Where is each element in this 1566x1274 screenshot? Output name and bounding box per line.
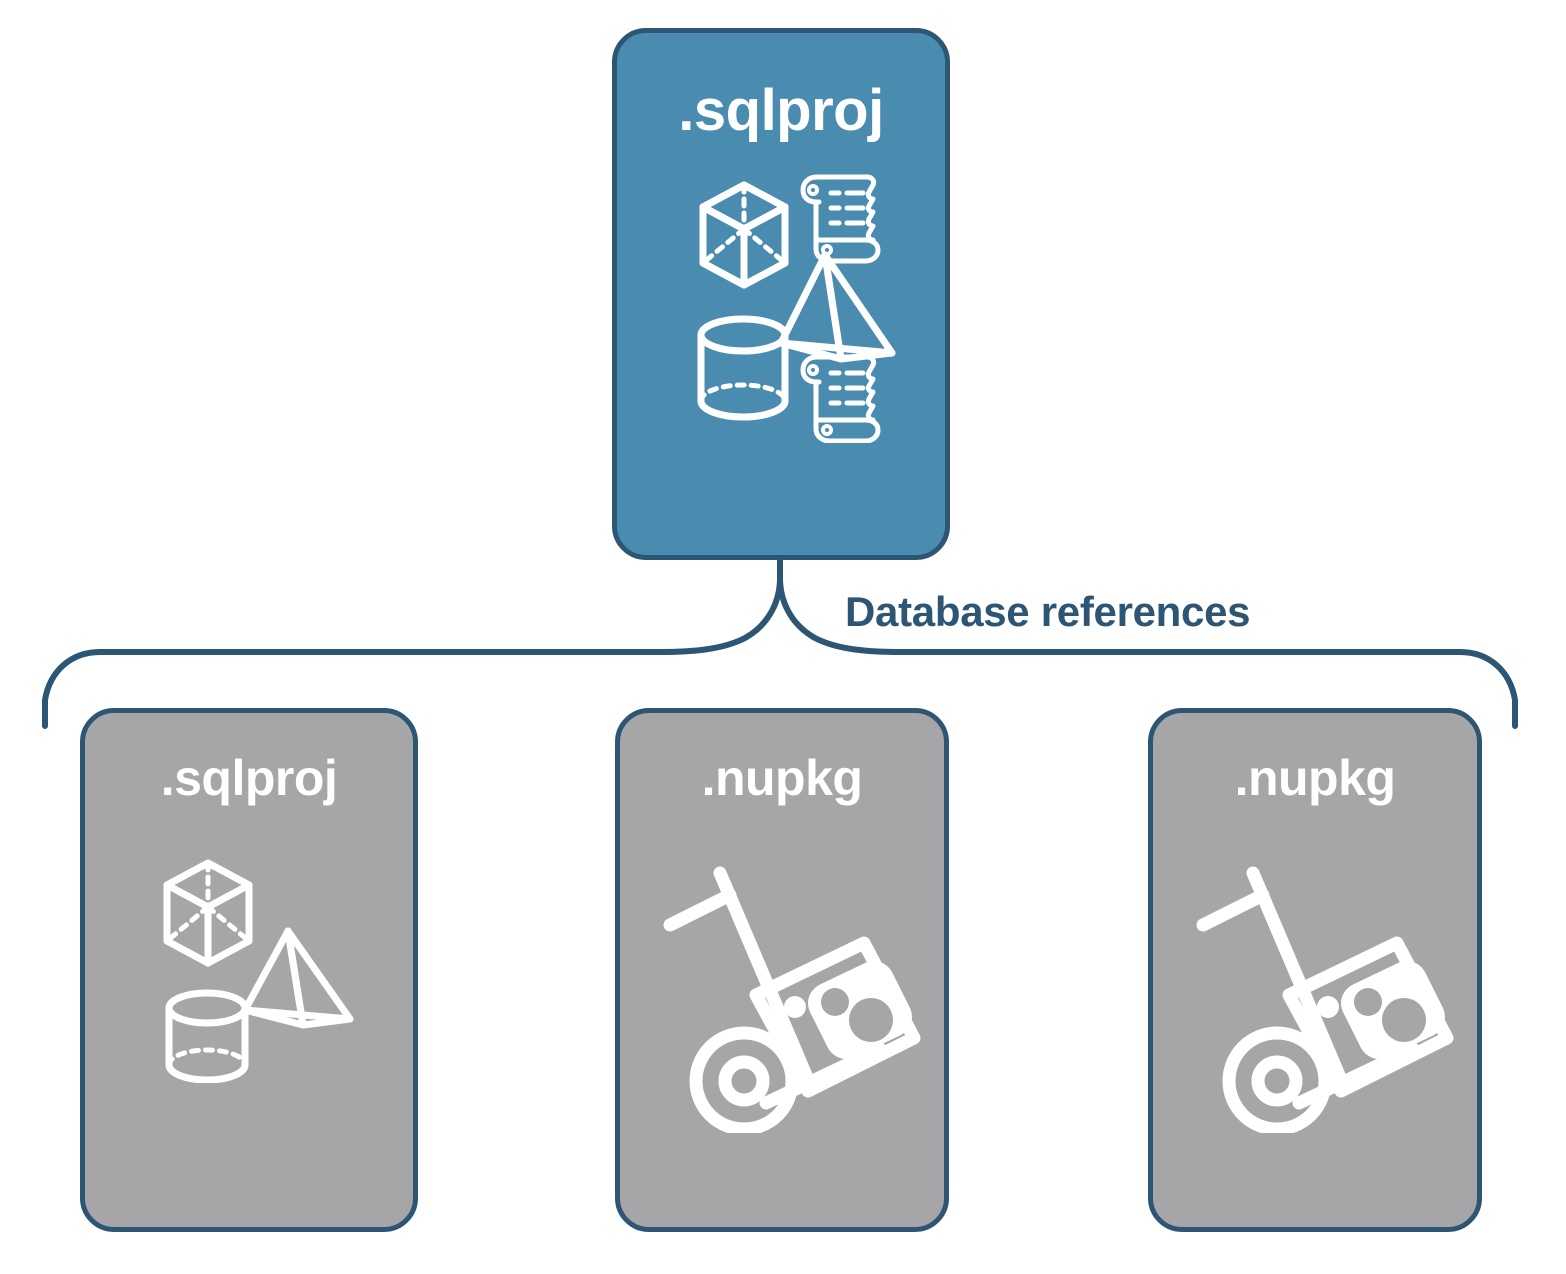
parent-node-sqlproj[interactable]: .sqlproj: [612, 28, 950, 560]
child-node-nupkg-2-label: .nupkg: [1234, 750, 1396, 806]
child-node-sqlproj-label: .sqlproj: [160, 750, 338, 806]
cylinder-icon: [697, 315, 789, 421]
hand-truck-package-icon: [663, 866, 921, 1136]
connector-label-database-references: Database references: [845, 588, 1251, 635]
child-node-sqlproj[interactable]: .sqlproj: [80, 708, 418, 1232]
cylinder-icon: [165, 989, 249, 1084]
child-nupkg-2-icon: [1191, 853, 1461, 1136]
script-scroll-icon: [800, 174, 881, 264]
nuget-logo-dots: [1354, 988, 1426, 1042]
script-scroll-icon: [800, 354, 881, 444]
hand-truck-package-icon: [1196, 866, 1454, 1136]
child-node-nupkg-2[interactable]: .nupkg: [1148, 708, 1482, 1232]
nuget-logo-dots: [821, 988, 893, 1042]
child-node-nupkg-1[interactable]: .nupkg: [615, 708, 949, 1232]
cube-icon: [699, 181, 789, 289]
child-node-nupkg-1-label: .nupkg: [701, 750, 863, 806]
cube-icon: [163, 859, 253, 967]
pyramid-icon: [777, 251, 896, 363]
child-nupkg-1-icon: [658, 853, 928, 1136]
pyramid-icon: [241, 927, 354, 1029]
child-sqlproj-icon-cluster: [145, 853, 375, 1084]
parent-icon-cluster: [659, 163, 909, 444]
parent-node-label: .sqlproj: [678, 78, 884, 143]
